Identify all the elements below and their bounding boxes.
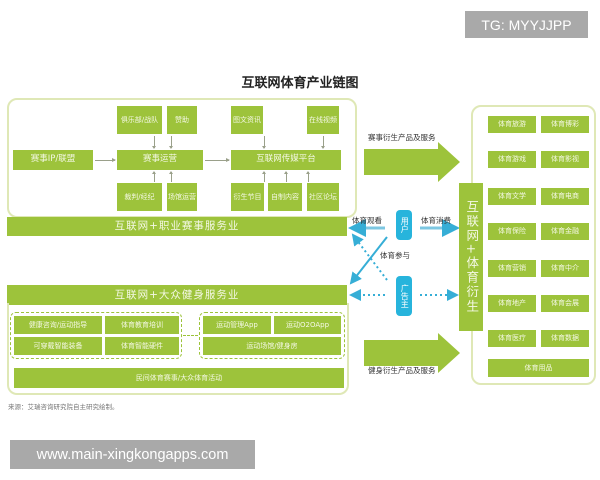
derivative-item: 体育数据 [541, 330, 589, 347]
arrow-ip-to-ops [95, 158, 116, 162]
top-big-arrow-icon [364, 142, 460, 182]
derivative-item: 体育地产 [488, 295, 536, 312]
bottom-arrow-label: 健身衍生产品及服务 [368, 366, 436, 375]
media-input-own-content: 自制内容 [268, 183, 302, 211]
fitness-right-group [199, 312, 345, 359]
media-input-video: 在线视频 [307, 106, 339, 134]
fitness-item-wearables: 可穿戴智能装备 [14, 337, 102, 355]
ops-input-venue: 场馆运营 [167, 183, 197, 211]
fitness-left-group [10, 312, 182, 359]
label-consume: 体育消费 [421, 216, 451, 225]
media-input-derived-shows: 衍生节目 [231, 183, 264, 211]
derivative-item: 体育游戏 [488, 151, 536, 168]
derivative-item: 体育旅游 [488, 116, 536, 133]
fitness-item-mgmt-app: 运动管理App [203, 316, 271, 334]
derivative-item: 体育文学 [488, 188, 536, 205]
fitness-item-smart-hardware: 体育智能硬件 [105, 337, 179, 355]
advertiser-node: 广告主 [396, 276, 412, 316]
arrow-forum-up [306, 171, 310, 182]
media-platform-box: 互联网传媒平台 [231, 150, 341, 170]
actor-connections [348, 219, 460, 301]
source-note: 来源：艾瑞咨询研究院自主研究绘制。 [8, 403, 119, 411]
arrow-referee-up [152, 171, 156, 182]
media-input-news: 图文资讯 [231, 106, 263, 134]
label-participate: 体育参与 [380, 251, 410, 260]
media-input-forum: 社区论坛 [307, 183, 339, 211]
derivative-item: 体育博彩 [541, 116, 589, 133]
fitness-bottom-bar: 民间体育赛事/大众体育活动 [14, 368, 344, 388]
watermark-bottom: www.main-xingkongapps.com [10, 440, 255, 469]
arrow-derived-up [262, 171, 266, 182]
derivative-item-goods: 体育用品 [488, 359, 589, 377]
pro-sports-band: 互联网+职业赛事服务业 [7, 217, 347, 236]
arrow-ops-to-media [205, 158, 230, 162]
watermark-top: TG: MYYJJPP [465, 11, 588, 38]
arrow-venue-up [169, 171, 173, 182]
arrow-news-down [262, 136, 266, 149]
derivative-item: 体育中介 [541, 260, 589, 277]
derivative-item: 体育电商 [541, 188, 589, 205]
arrow-sponsor-down [169, 136, 173, 149]
derivative-item: 体育医疗 [488, 330, 536, 347]
group-connector [183, 335, 198, 336]
fitness-item-consulting: 健康咨询/运动指导 [14, 316, 102, 334]
top-arrow-label: 赛事衍生产品及服务 [368, 133, 436, 142]
ip-league-box: 赛事IP/联盟 [13, 150, 93, 170]
fitness-item-gym: 运动场馆/健身房 [203, 337, 341, 355]
fitness-frame [7, 303, 349, 395]
ops-input-referee: 裁判/经纪 [117, 183, 162, 211]
derivative-item: 体育金融 [541, 223, 589, 240]
derivative-item: 体育营销 [488, 260, 536, 277]
event-operations-box: 赛事运营 [117, 150, 203, 170]
diagram-title: 互联网体育产业链图 [241, 76, 359, 91]
fitness-item-education: 体育教育培训 [105, 316, 179, 334]
derivative-item: 体育保险 [488, 223, 536, 240]
ops-input-sponsor: 赞助 [167, 106, 197, 134]
user-node: 用户 [396, 210, 412, 240]
arrow-club-down [152, 136, 156, 149]
bottom-big-arrow-icon [364, 333, 460, 373]
fitness-item-o2o-app: 运动O2OApp [274, 316, 341, 334]
derivative-vertical-band: 互联网+体育衍生 [459, 183, 483, 331]
fitness-band: 互联网+大众健身服务业 [7, 285, 347, 305]
label-watch: 体育观看 [352, 216, 382, 225]
arrow-own-up [284, 171, 288, 182]
derivative-item: 体育会展 [541, 295, 589, 312]
arrow-video-down [321, 136, 325, 149]
ops-input-club: 俱乐部/战队 [117, 106, 162, 134]
derivative-item: 体育影视 [541, 151, 589, 168]
